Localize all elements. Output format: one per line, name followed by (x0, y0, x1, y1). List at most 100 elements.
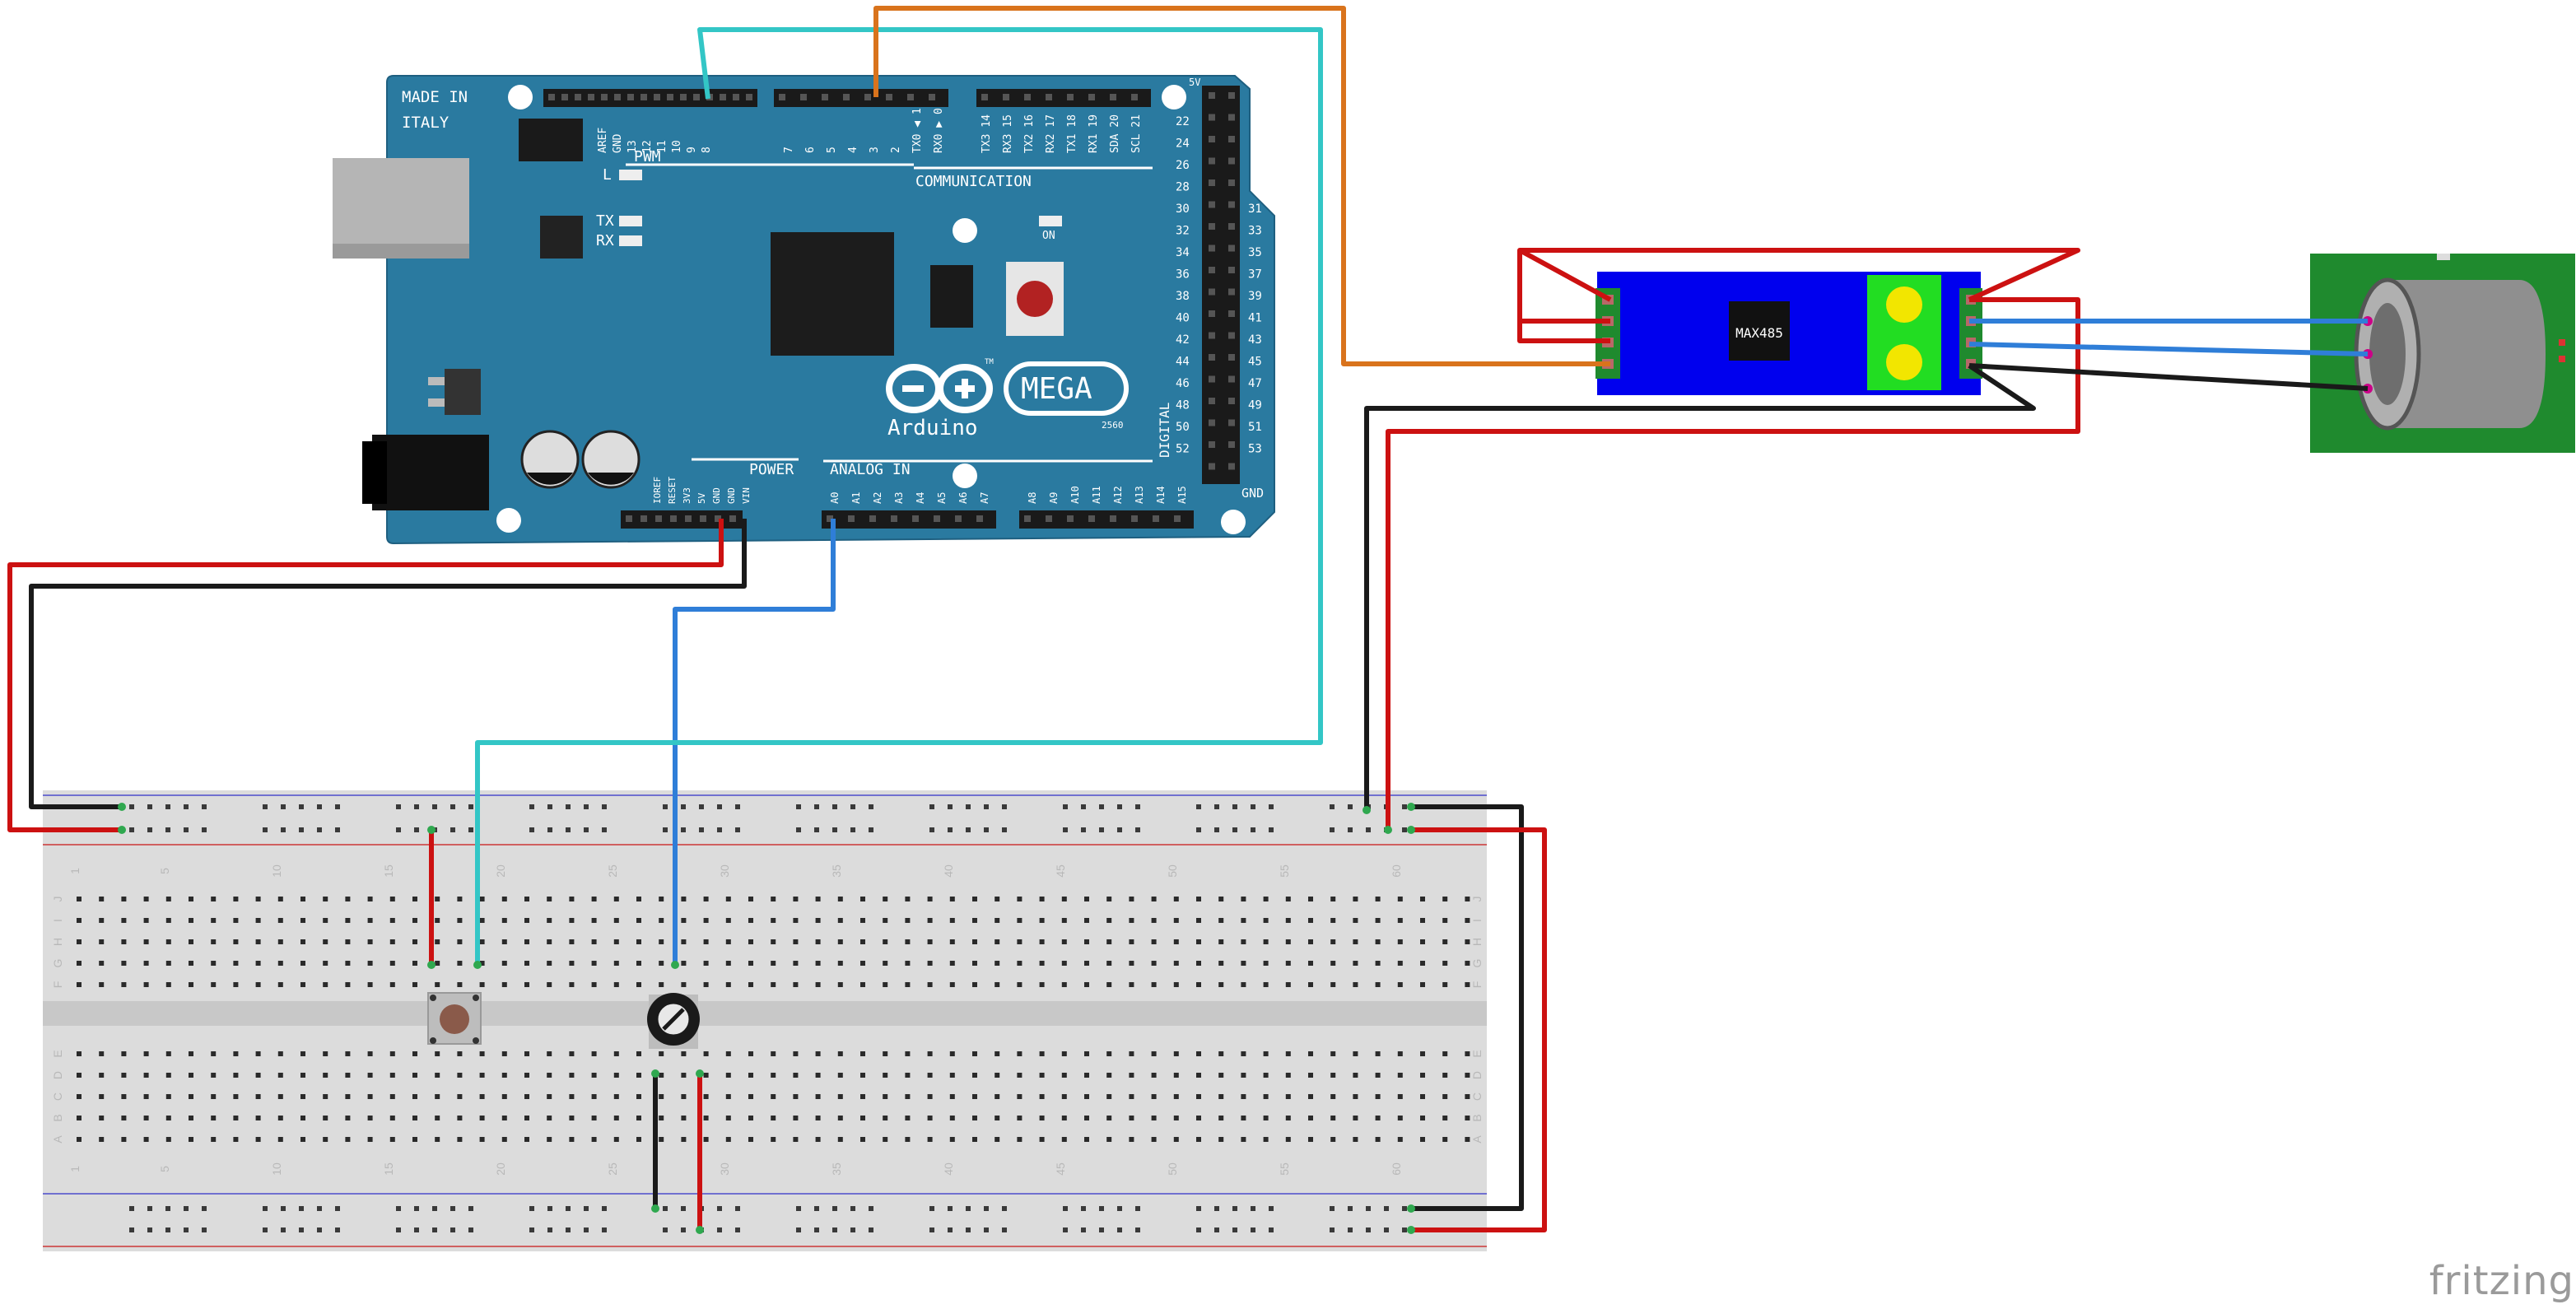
header-pin[interactable] (779, 94, 785, 100)
header-pin[interactable] (827, 515, 833, 522)
header-pin[interactable] (886, 94, 892, 100)
header-pin[interactable] (1209, 179, 1215, 186)
header-pin[interactable] (720, 94, 726, 100)
header-pin[interactable] (626, 515, 632, 522)
header-pin[interactable] (1228, 463, 1235, 470)
header-pin[interactable] (1209, 245, 1215, 252)
header-pin[interactable] (822, 94, 828, 100)
header-pin[interactable] (1024, 515, 1031, 522)
header-pin[interactable] (575, 94, 581, 100)
header-pin[interactable] (1228, 92, 1235, 99)
header-pin[interactable] (1209, 267, 1215, 273)
header-pin[interactable] (1228, 114, 1235, 121)
header-pin[interactable] (929, 94, 935, 100)
header-pin[interactable] (1174, 515, 1181, 522)
header-pin[interactable] (1088, 515, 1095, 522)
header-pin[interactable] (655, 515, 662, 522)
header-pin[interactable] (667, 94, 673, 100)
potentiometer[interactable] (647, 993, 700, 1049)
header-pin[interactable] (843, 94, 850, 100)
header-pin[interactable] (1209, 310, 1215, 317)
wire-gnd-black[interactable] (29, 519, 747, 809)
header-pin[interactable] (1046, 515, 1052, 522)
header-pin[interactable] (912, 515, 919, 522)
header-pin[interactable] (1110, 515, 1116, 522)
header-pin[interactable] (1209, 375, 1215, 383)
header-pin[interactable] (641, 94, 647, 100)
header-pin[interactable] (693, 94, 700, 100)
header-pin[interactable] (1228, 310, 1235, 317)
header-pin[interactable] (907, 94, 914, 100)
header-pin[interactable] (981, 94, 988, 100)
wire-sensor-blue-2[interactable] (1968, 342, 2369, 356)
header-pin[interactable] (1209, 223, 1215, 230)
header-pin[interactable] (848, 515, 855, 522)
header-pin[interactable] (1067, 515, 1074, 522)
header-pin[interactable] (1228, 441, 1235, 448)
wire-pin3-orange[interactable] (873, 6, 1610, 366)
header-pin[interactable] (1228, 398, 1235, 404)
wire-a0-blue[interactable] (673, 519, 836, 965)
header-pin[interactable] (601, 94, 608, 100)
header-pin[interactable] (1024, 94, 1031, 100)
header-pin[interactable] (1131, 94, 1138, 100)
header-pin[interactable] (1228, 419, 1235, 426)
header-pin[interactable] (733, 94, 739, 100)
header-pin[interactable] (1228, 157, 1235, 165)
header-pin[interactable] (1228, 288, 1235, 296)
wire-5v-red[interactable] (7, 519, 724, 832)
header-pin[interactable] (654, 94, 660, 100)
header-pin[interactable] (588, 94, 594, 100)
header-pin[interactable] (1228, 223, 1235, 230)
header-pin[interactable] (891, 515, 897, 522)
header-pin[interactable] (1209, 114, 1215, 121)
header-pin[interactable] (680, 94, 687, 100)
header-pin[interactable] (670, 515, 677, 522)
header-pin[interactable] (700, 515, 706, 522)
header-pin[interactable] (1131, 515, 1138, 522)
header-pin[interactable] (934, 515, 940, 522)
header-pin[interactable] (1003, 94, 1009, 100)
header-pin[interactable] (1088, 94, 1095, 100)
header-pin[interactable] (715, 515, 721, 522)
header-pin[interactable] (800, 94, 807, 100)
header-pin[interactable] (746, 94, 752, 100)
wire-max485-loop-red[interactable] (1517, 248, 1612, 343)
header-pin[interactable] (1046, 94, 1052, 100)
header-pin[interactable] (1209, 419, 1215, 426)
header-pin[interactable] (1209, 157, 1215, 165)
wire-rail-jumper-red[interactable] (1411, 827, 1547, 1232)
header-pin[interactable] (1228, 267, 1235, 273)
header-pin[interactable] (729, 515, 736, 522)
header-pin[interactable] (685, 515, 692, 522)
header-pin[interactable] (561, 94, 568, 100)
header-pin[interactable] (1153, 515, 1159, 522)
wire-pin10-cyan[interactable] (475, 27, 1323, 965)
header-pin[interactable] (1228, 136, 1235, 142)
header-pin[interactable] (1067, 94, 1074, 100)
header-pin[interactable] (1209, 288, 1215, 296)
header-pin[interactable] (1209, 441, 1215, 448)
wire-max485-vcc2-red[interactable] (1386, 297, 2080, 830)
wire-rail-jumper-black[interactable] (1411, 804, 1524, 1211)
header-pin[interactable] (1228, 375, 1235, 383)
header-pin[interactable] (1209, 92, 1215, 99)
header-pin[interactable] (614, 94, 621, 100)
push-button[interactable] (427, 992, 482, 1045)
header-pin[interactable] (1228, 354, 1235, 361)
header-pin[interactable] (627, 94, 634, 100)
header-pin[interactable] (1209, 201, 1215, 208)
header-pin[interactable] (1228, 332, 1235, 339)
wire-sensor-black[interactable] (1968, 363, 2369, 391)
header-pin[interactable] (641, 515, 647, 522)
header-pin[interactable] (955, 515, 962, 522)
header-pin[interactable] (864, 94, 871, 100)
header-pin[interactable] (1209, 463, 1215, 470)
header-pin[interactable] (1228, 179, 1235, 186)
header-pin[interactable] (976, 515, 983, 522)
header-pin[interactable] (1228, 245, 1235, 252)
header-pin[interactable] (548, 94, 555, 100)
header-pin[interactable] (1209, 398, 1215, 404)
wire-max485-vcc-red[interactable] (1520, 248, 2080, 302)
header-pin[interactable] (1209, 136, 1215, 142)
